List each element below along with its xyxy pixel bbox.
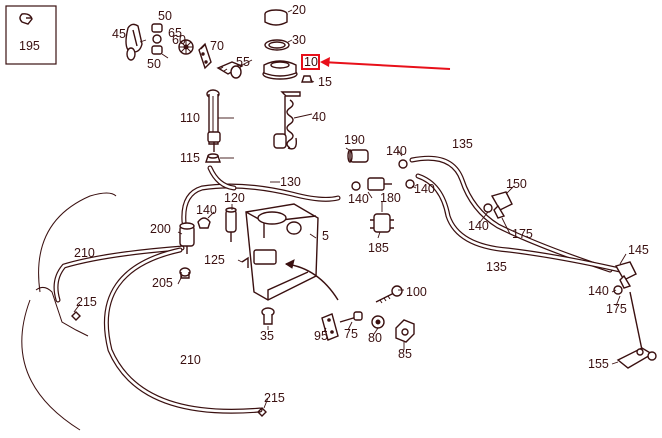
label-85: 85 (398, 347, 412, 361)
part-145-nozzle[interactable] (614, 261, 637, 289)
highlight-box-10 (301, 54, 320, 70)
part-135-hose-upper[interactable] (409, 155, 613, 273)
assembly-arrow (285, 259, 339, 301)
label-150: 150 (506, 177, 527, 191)
label-140-e: 140 (196, 203, 217, 217)
label-185: 185 (368, 241, 389, 255)
label-5: 5 (322, 229, 329, 243)
part-10-filler-neck[interactable] (262, 60, 298, 80)
highlight-arrow (320, 57, 451, 70)
part-200-pump[interactable] (179, 222, 195, 254)
part-140-clip-d[interactable] (483, 203, 493, 213)
label-40: 40 (312, 110, 326, 124)
label-155: 155 (588, 357, 609, 371)
label-175-lower: 175 (606, 302, 627, 316)
part-125-clip[interactable] (241, 256, 249, 268)
part-140-clip-f[interactable] (613, 285, 623, 295)
label-70: 70 (210, 39, 224, 53)
label-140-f: 140 (588, 284, 609, 298)
label-115: 115 (180, 151, 200, 165)
label-75: 75 (344, 327, 358, 341)
part-70-bracket[interactable] (198, 42, 212, 70)
part-155-bracket[interactable] (616, 291, 657, 369)
label-20: 20 (292, 3, 306, 17)
label-35: 35 (260, 329, 274, 343)
part-35-grommet[interactable] (261, 307, 275, 325)
label-55: 55 (236, 55, 250, 69)
part-140-clip-c[interactable] (405, 179, 415, 189)
part-30-seal-ring[interactable] (264, 39, 290, 51)
part-210-hose-upper[interactable] (53, 245, 185, 303)
part-215-nozzle-left[interactable] (71, 311, 81, 321)
label-80: 80 (368, 331, 382, 345)
part-50-washer-bottom[interactable] (151, 45, 163, 55)
part-85-knob[interactable] (395, 319, 415, 343)
part-100-screw[interactable] (375, 285, 403, 304)
part-40-strainer-hose[interactable] (273, 91, 301, 150)
label-215-bottom: 215 (264, 391, 285, 405)
label-50-bottom: 50 (147, 57, 161, 71)
part-140-clip-b[interactable] (398, 159, 408, 169)
part-215-nozzle-bottom[interactable] (257, 407, 267, 417)
part-45-nozzle[interactable] (125, 23, 143, 61)
part-60-star-nut[interactable] (178, 39, 194, 55)
part-65-ring[interactable] (152, 34, 162, 44)
label-210-lower: 210 (180, 353, 201, 367)
label-130: 130 (280, 175, 301, 189)
label-175-upper: 175 (512, 227, 533, 241)
part-50-washer-top[interactable] (151, 23, 163, 33)
label-180: 180 (380, 191, 401, 205)
part-205-grommet[interactable] (179, 267, 191, 279)
part-55-connector[interactable] (216, 61, 244, 79)
label-200: 200 (150, 222, 171, 236)
label-100: 100 (406, 285, 427, 299)
label-210-upper: 210 (74, 246, 95, 260)
part-75-bolt[interactable] (339, 311, 363, 323)
label-45: 45 (112, 27, 126, 41)
label-50-top: 50 (158, 9, 172, 23)
label-15: 15 (318, 75, 332, 89)
label-110: 110 (180, 111, 200, 125)
part-130-hose[interactable] (181, 165, 341, 225)
label-205: 205 (152, 276, 173, 290)
part-110-level-sensor[interactable] (206, 89, 221, 152)
part-180-valve[interactable] (367, 177, 392, 191)
label-145: 145 (628, 243, 649, 257)
label-95: 95 (314, 329, 328, 343)
label-140-a: 140 (348, 192, 369, 206)
part-140-clip-left[interactable] (197, 217, 211, 229)
part-20-cap[interactable] (264, 9, 288, 26)
part-15-plug[interactable] (301, 75, 313, 83)
label-215-left: 215 (76, 295, 97, 309)
part-5-reservoir[interactable] (245, 203, 319, 301)
label-10: 10 (304, 55, 318, 69)
label-140-c: 140 (414, 182, 435, 196)
label-125: 125 (204, 253, 225, 267)
label-135-lower: 135 (486, 260, 507, 274)
label-140-d: 140 (468, 219, 489, 233)
vehicle-outline (21, 192, 117, 431)
label-140-b: 140 (386, 144, 407, 158)
label-190: 190 (344, 133, 365, 147)
part-210-hose-lower[interactable] (103, 247, 263, 414)
label-60: 60 (172, 33, 186, 47)
label-195: 195 (19, 39, 40, 53)
part-190-check-valve[interactable] (347, 149, 369, 163)
reference-box-195[interactable]: 195 (5, 5, 57, 65)
part-80-washer[interactable] (371, 315, 385, 329)
label-30: 30 (292, 33, 306, 47)
part-95-bracket[interactable] (321, 313, 339, 341)
label-120: 120 (224, 191, 245, 205)
part-115-grommet[interactable] (205, 153, 221, 163)
label-65: 65 (168, 26, 182, 40)
clip-icon (19, 13, 33, 25)
part-140-clip-a[interactable] (351, 181, 361, 191)
label-135-upper: 135 (452, 137, 473, 151)
part-120-pump[interactable] (225, 207, 237, 242)
leader-lines (73, 9, 627, 409)
part-150-nozzle[interactable] (490, 191, 513, 219)
part-185-valve-bracket[interactable] (370, 213, 394, 233)
part-135-hose-lower[interactable] (415, 173, 623, 273)
